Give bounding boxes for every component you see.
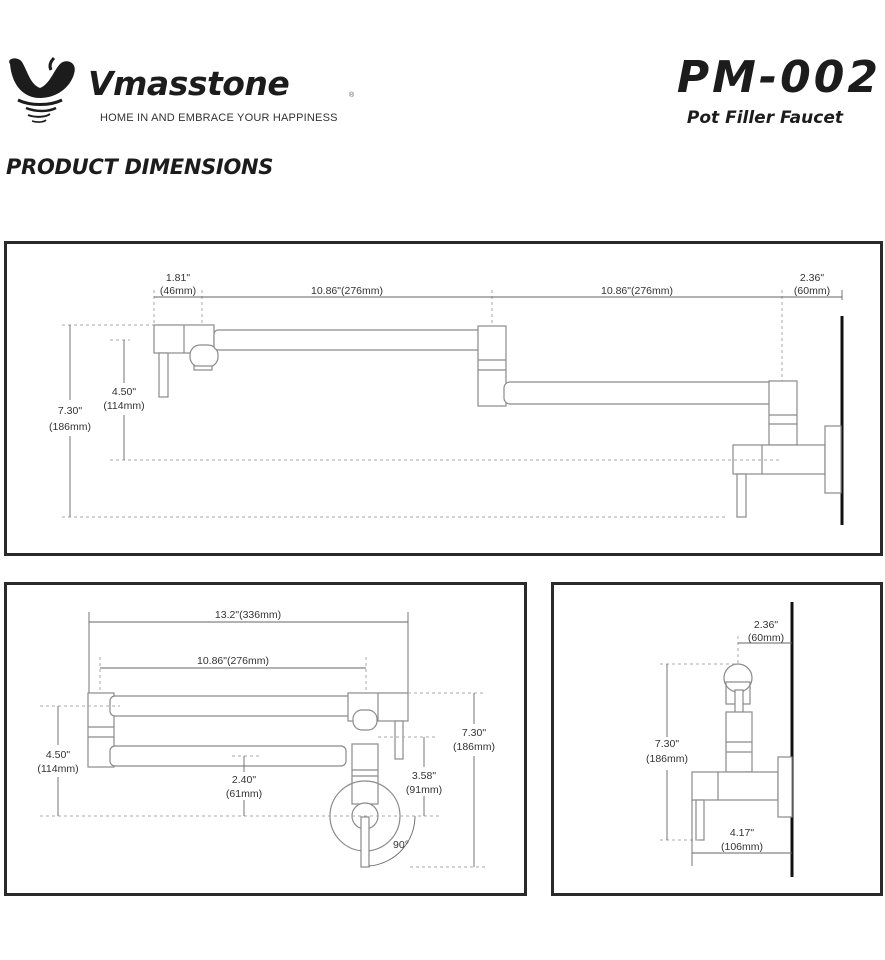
drawing-group: 2.36" (60mm) 7.30" (186mm) 4.17" (106mm) bbox=[646, 602, 794, 877]
top-spout-handle bbox=[394, 720, 404, 760]
dim-top-arm: 10.86"(276mm) bbox=[197, 655, 269, 667]
wall-flange bbox=[824, 425, 842, 494]
dim-total-height-mm: (186mm) bbox=[49, 421, 91, 433]
front-view-panel: 1.81" (46mm) 10.86"(276mm) 10.86"(276mm)… bbox=[4, 241, 883, 556]
drawing-shape bbox=[31, 119, 47, 123]
registered-mark: ® bbox=[349, 92, 355, 99]
dim-top-height-in: 7.30" bbox=[462, 727, 486, 739]
dim-arm1: 10.86"(276mm) bbox=[311, 285, 383, 297]
top-arm-upper bbox=[109, 695, 357, 717]
dim-side-depth-in: 4.17" bbox=[730, 827, 754, 839]
brand-name: Vmasstone bbox=[88, 64, 290, 103]
spout-handle bbox=[158, 352, 169, 398]
lower-arm bbox=[503, 381, 775, 405]
dim-side-depth-mm: (106mm) bbox=[721, 841, 763, 853]
model-number: PM-002 bbox=[676, 52, 881, 103]
side-view-drawing: 2.36" (60mm) 7.30" (186mm) 4.17" (106mm) bbox=[646, 602, 794, 877]
top-view-panel: 13.2"(336mm) 10.86"(276mm) 7.30" (186mm)… bbox=[4, 582, 527, 896]
dim-total-height-in: 7.30" bbox=[58, 405, 82, 417]
dim-arm-gap-in: 2.40" bbox=[232, 774, 256, 786]
dim-folded-length: 13.2"(336mm) bbox=[215, 609, 281, 621]
top-riser bbox=[351, 743, 379, 805]
dim-valve-in: 3.58" bbox=[412, 770, 436, 782]
front-view-drawing: 1.81" (46mm) 10.86"(276mm) 10.86"(276mm)… bbox=[49, 272, 844, 525]
side-spout-circle bbox=[723, 663, 753, 693]
dim-spout-tip-in: 1.81" bbox=[166, 272, 190, 284]
brand-tagline: HOME IN AND EMBRACE YOUR HAPPINESS bbox=[100, 112, 338, 124]
drawing-shape bbox=[17, 98, 63, 106]
drawing-shape bbox=[193, 365, 213, 371]
dim-side-height-in: 7.30" bbox=[655, 738, 679, 750]
upper-arm bbox=[213, 329, 483, 351]
side-valve-body bbox=[691, 771, 779, 801]
side-view-panel: 2.36" (60mm) 7.30" (186mm) 4.17" (106mm) bbox=[551, 582, 883, 896]
dim-arm2: 10.86"(276mm) bbox=[601, 285, 673, 297]
dim-top-outlet-in: 4.50" bbox=[46, 749, 70, 761]
drawing-group: 13.2"(336mm) 10.86"(276mm) 7.30" (186mm)… bbox=[37, 609, 495, 868]
spout-outlet bbox=[189, 344, 219, 368]
drawing-shape bbox=[352, 709, 378, 731]
dim-side-height-mm: (186mm) bbox=[646, 753, 688, 765]
elbow-joint bbox=[477, 325, 507, 407]
drawing-shape bbox=[27, 113, 51, 118]
dim-valve-mm: (91mm) bbox=[406, 784, 442, 796]
top-arm-lower bbox=[109, 745, 347, 767]
dim-wall-offset-mm: (60mm) bbox=[794, 285, 830, 297]
valve-handle bbox=[736, 473, 747, 518]
dim-arm-gap-mm: (61mm) bbox=[226, 788, 262, 800]
dim-rotation: 90° bbox=[393, 839, 409, 851]
drawing-shape bbox=[9, 58, 75, 98]
dim-side-wall-in: 2.36" bbox=[754, 619, 778, 631]
product-type: Pot Filler Faucet bbox=[686, 108, 843, 128]
dim-side-wall-mm: (60mm) bbox=[748, 632, 784, 644]
dim-top-height-mm: (186mm) bbox=[453, 741, 495, 753]
section-title: PRODUCT DIMENSIONS bbox=[6, 155, 274, 179]
top-view-drawing: 13.2"(336mm) 10.86"(276mm) 7.30" (186mm)… bbox=[37, 609, 495, 868]
dim-wall-offset-in: 2.36" bbox=[800, 272, 824, 284]
drawing-shape bbox=[48, 56, 56, 71]
dim-spout-tip-mm: (46mm) bbox=[160, 285, 196, 297]
drawing-shape bbox=[25, 106, 57, 113]
side-flange bbox=[777, 756, 793, 818]
top-valve-handle bbox=[360, 816, 370, 868]
riser bbox=[768, 380, 798, 446]
dim-outlet-height-in: 4.50" bbox=[112, 386, 136, 398]
dim-outlet-height-mm: (114mm) bbox=[103, 400, 144, 412]
faucet-swirl-logo-icon bbox=[9, 56, 75, 123]
dim-top-outlet-mm: (114mm) bbox=[37, 763, 78, 775]
rotation-arc bbox=[368, 815, 416, 867]
drawing-group: 1.81" (46mm) 10.86"(276mm) 10.86"(276mm)… bbox=[49, 272, 844, 525]
side-valve-handle bbox=[695, 799, 705, 841]
